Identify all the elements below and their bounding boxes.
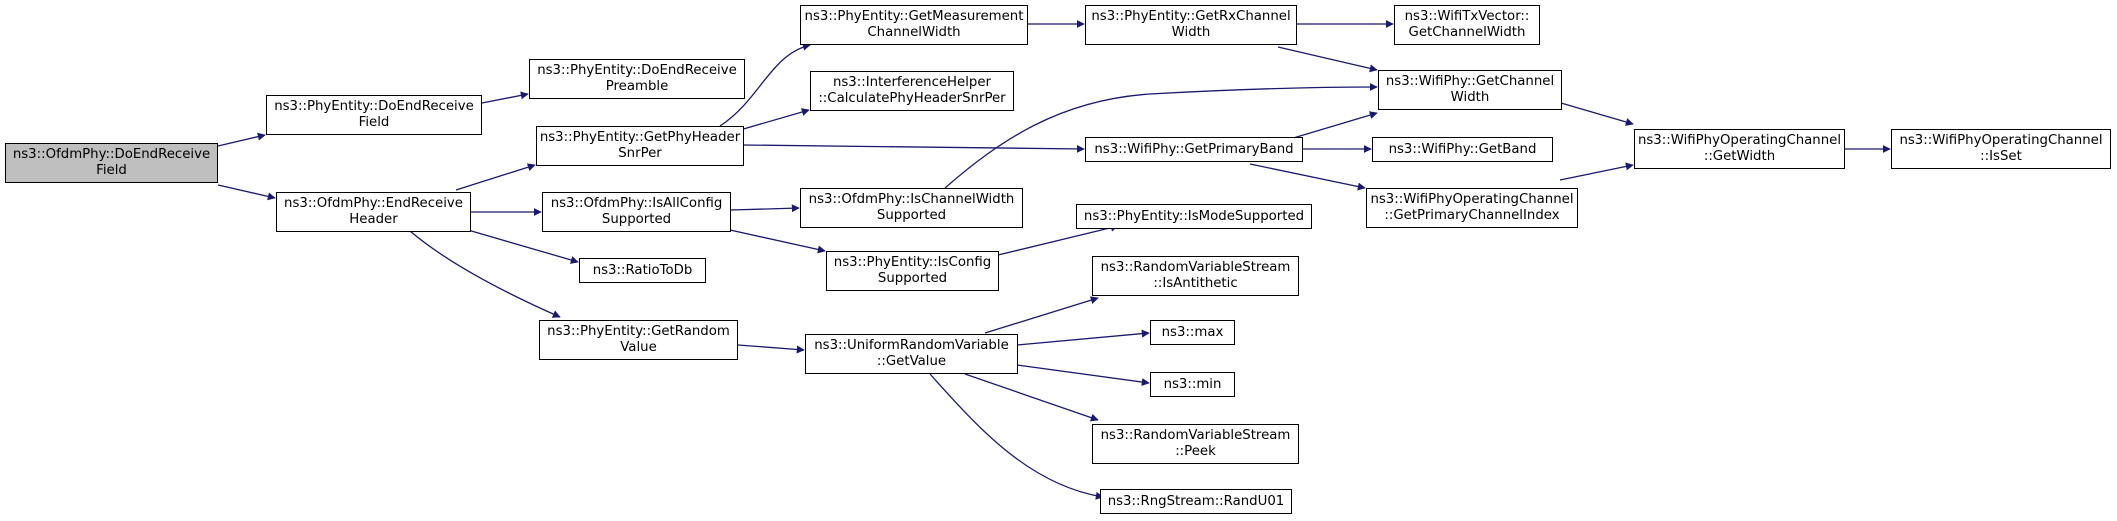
node-label: ns3::PhyEntity::IsModeSupported <box>1083 208 1305 224</box>
edge-endreceiveheader-to-getphyheadersnrper <box>455 163 536 191</box>
node-uniformrandomvariable-getvalue[interactable]: ns3::UniformRandomVariable ::GetValue <box>805 334 1018 374</box>
node-phyentity-ismodesupported[interactable]: ns3::PhyEntity::IsModeSupported <box>1076 204 1312 229</box>
node-label: ns3::RngStream::RandU01 <box>1107 493 1285 509</box>
edge-endreceiveheader-to-getrandomvalue <box>409 230 561 318</box>
edge-doendreceivefield-to-phyentity-doendreceivefield <box>217 132 266 147</box>
node-label: ns3::WifiPhy::GetBand <box>1388 141 1537 157</box>
edge-getvalue-to-peek <box>964 373 1099 422</box>
node-phyentity-getmeasurementchannelwidth[interactable]: ns3::PhyEntity::GetMeasurement ChannelWi… <box>800 5 1028 45</box>
node-label: ns3::WifiPhyOperatingChannel ::IsSet <box>1899 133 2103 164</box>
node-label: ns3::RandomVariableStream ::IsAntithetic <box>1100 260 1291 291</box>
node-wifitxvector-getchannelwidth[interactable]: ns3::WifiTxVector:: GetChannelWidth <box>1394 5 1540 45</box>
node-label: ns3::WifiPhy::GetPrimaryBand <box>1094 141 1294 157</box>
edge-doendreceivefield-to-endreceiveheader <box>217 184 276 201</box>
node-interferencehelper-calculatephyheadersnrper[interactable]: ns3::InterferenceHelper ::CalculatePhyHe… <box>810 71 1014 111</box>
node-label: ns3::PhyEntity::DoEndReceive Preamble <box>537 63 737 94</box>
edge-getvalue-to-isantithetic <box>984 296 1099 334</box>
edge-isconfigsupported-to-ismodesupported <box>997 223 1119 256</box>
edge-getprimaryband-to-wifiphy-getchannelwidth <box>1289 111 1378 140</box>
node-phyentity-doendreceivefield[interactable]: ns3::PhyEntity::DoEndReceive Field <box>266 95 482 135</box>
node-label: ns3::RatioToDb <box>592 262 693 278</box>
node-label: ns3::OfdmPhy::EndReceive Header <box>284 196 463 227</box>
node-label: ns3::PhyEntity::GetMeasurement ChannelWi… <box>804 9 1024 40</box>
node-label: ns3::PhyEntity::GetRandom Value <box>547 324 730 355</box>
node-ofdmphy-isallconfigsupported[interactable]: ns3::OfdmPhy::IsAllConfig Supported <box>542 192 731 232</box>
node-min[interactable]: ns3::min <box>1150 372 1235 397</box>
edge-isallconfigsupported-to-ischannelwidthsupported <box>730 204 800 213</box>
node-label: ns3::RandomVariableStream ::Peek <box>1100 428 1291 459</box>
node-ofdmphy-endreceiveheader[interactable]: ns3::OfdmPhy::EndReceive Header <box>276 192 471 232</box>
node-randomvariablestream-peek[interactable]: ns3::RandomVariableStream ::Peek <box>1092 424 1299 464</box>
edge-getrandomvalue-to-getvalue <box>737 344 805 354</box>
node-label: ns3::InterferenceHelper ::CalculatePhyHe… <box>818 75 1006 106</box>
node-wifiphyoperatingchannel-getwidth[interactable]: ns3::WifiPhyOperatingChannel ::GetWidth <box>1634 129 1845 169</box>
node-label: ns3::PhyEntity::GetPhyHeader SnrPer <box>539 130 741 161</box>
edge-getprimarychannelindex-to-getwidth <box>1559 162 1634 181</box>
node-label: ns3::PhyEntity::DoEndReceive Field <box>274 99 474 130</box>
node-wifiphy-getband[interactable]: ns3::WifiPhy::GetBand <box>1372 137 1553 162</box>
node-label: ns3::PhyEntity::GetRxChannel Width <box>1091 9 1291 40</box>
node-label: ns3::max <box>1161 324 1224 340</box>
node-wifiphy-getprimaryband[interactable]: ns3::WifiPhy::GetPrimaryBand <box>1085 137 1303 162</box>
edge-getvalue-to-min <box>1016 364 1150 386</box>
node-label: ns3::WifiTxVector:: GetChannelWidth <box>1404 9 1530 40</box>
node-label: ns3::WifiPhy::GetChannel Width <box>1385 74 1555 105</box>
node-max[interactable]: ns3::max <box>1150 320 1235 345</box>
node-label: ns3::OfdmPhy::IsChannelWidth Supported <box>808 192 1015 223</box>
node-rngstream-randu01[interactable]: ns3::RngStream::RandU01 <box>1100 489 1292 514</box>
node-phyentity-getrandomvalue[interactable]: ns3::PhyEntity::GetRandom Value <box>539 320 738 360</box>
edge-getphyheadersnrper-to-getmeasurementchannelwidth <box>719 42 811 127</box>
node-wifiphyoperatingchannel-getprimarychannelindex[interactable]: ns3::WifiPhyOperatingChannel ::GetPrimar… <box>1366 188 1578 228</box>
edge-getphyheadersnrper-to-calculatephyheadersnrper <box>739 108 810 131</box>
node-ofdmphy-ischannelwidthsupported[interactable]: ns3::OfdmPhy::IsChannelWidth Supported <box>800 188 1023 228</box>
node-label: ns3::min <box>1163 376 1222 392</box>
node-randomvariablestream-isantithetic[interactable]: ns3::RandomVariableStream ::IsAntithetic <box>1092 256 1299 296</box>
edge-getprimaryband-to-getprimarychannelindex <box>1249 163 1366 191</box>
edge-phyentity-doendreceivefield-to-doendreceivepreamble <box>481 91 529 104</box>
node-label: ns3::UniformRandomVariable ::GetValue <box>814 338 1009 369</box>
node-label: ns3::WifiPhyOperatingChannel ::GetPrimar… <box>1370 192 1574 223</box>
node-phyentity-getphyheadersnrper[interactable]: ns3::PhyEntity::GetPhyHeader SnrPer <box>536 126 744 166</box>
node-wifiphyoperatingchannel-isset[interactable]: ns3::WifiPhyOperatingChannel ::IsSet <box>1891 129 2111 169</box>
edge-getvalue-to-randu01 <box>929 373 1104 500</box>
node-wifiphy-getchannelwidth[interactable]: ns3::WifiPhy::GetChannel Width <box>1378 70 1562 110</box>
node-phyentity-doendreceivepreamble[interactable]: ns3::PhyEntity::DoEndReceive Preamble <box>529 59 745 99</box>
node-label: ns3::WifiPhyOperatingChannel ::GetWidth <box>1637 133 1842 164</box>
node-phyentity-getrxchannelwidth[interactable]: ns3::PhyEntity::GetRxChannel Width <box>1085 5 1297 45</box>
edge-wifiphy-getchannelwidth-to-getwidth <box>1560 102 1634 126</box>
edge-getrxchannelwidth-to-wifiphy-getchannelwidth <box>1277 46 1378 73</box>
edge-endreceiveheader-to-ratiotodb <box>467 229 579 264</box>
node-label: ns3::PhyEntity::IsConfig Supported <box>833 255 992 286</box>
edge-isallconfigsupported-to-isconfigsupported <box>729 229 826 254</box>
edge-ischannelwidthsupported-to-wifiphy-getchannelwidth <box>944 83 1378 189</box>
edge-getvalue-to-max <box>1016 329 1150 346</box>
node-phyentity-isconfigsupported[interactable]: ns3::PhyEntity::IsConfig Supported <box>826 251 999 291</box>
node-ratiotodb[interactable]: ns3::RatioToDb <box>579 258 706 283</box>
node-label: ns3::OfdmPhy::IsAllConfig Supported <box>550 196 723 227</box>
edge-getphyheadersnrper-to-getprimaryband <box>743 144 1085 153</box>
node-ofdmphy-doendreceivefield: ns3::OfdmPhy::DoEndReceive Field <box>5 143 218 183</box>
node-label: ns3::OfdmPhy::DoEndReceive Field <box>12 147 211 178</box>
